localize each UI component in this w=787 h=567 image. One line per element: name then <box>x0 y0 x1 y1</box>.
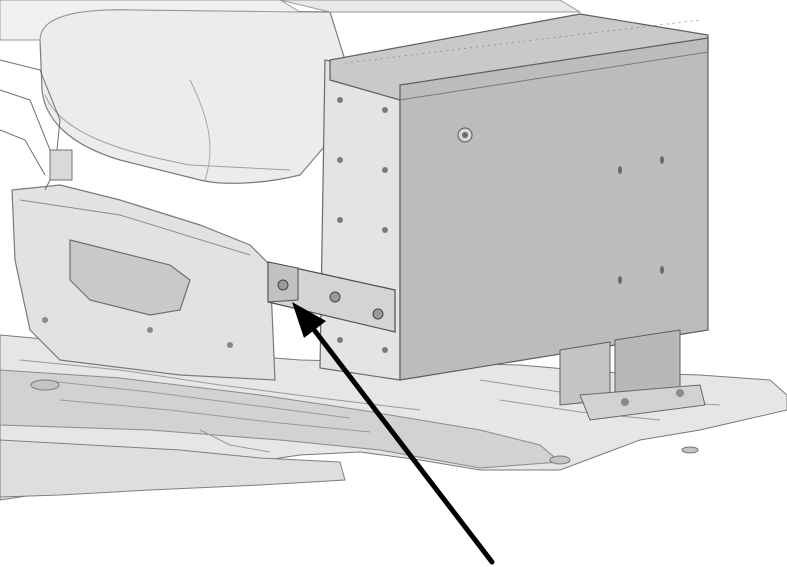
bracket <box>267 261 396 333</box>
wire-harness <box>0 59 73 191</box>
mounting-box <box>329 13 709 381</box>
seat-base <box>11 184 276 381</box>
arrow-icon <box>292 302 495 565</box>
box-support <box>559 329 706 421</box>
mounting-plate <box>319 59 401 381</box>
seat-cushion <box>0 0 582 184</box>
